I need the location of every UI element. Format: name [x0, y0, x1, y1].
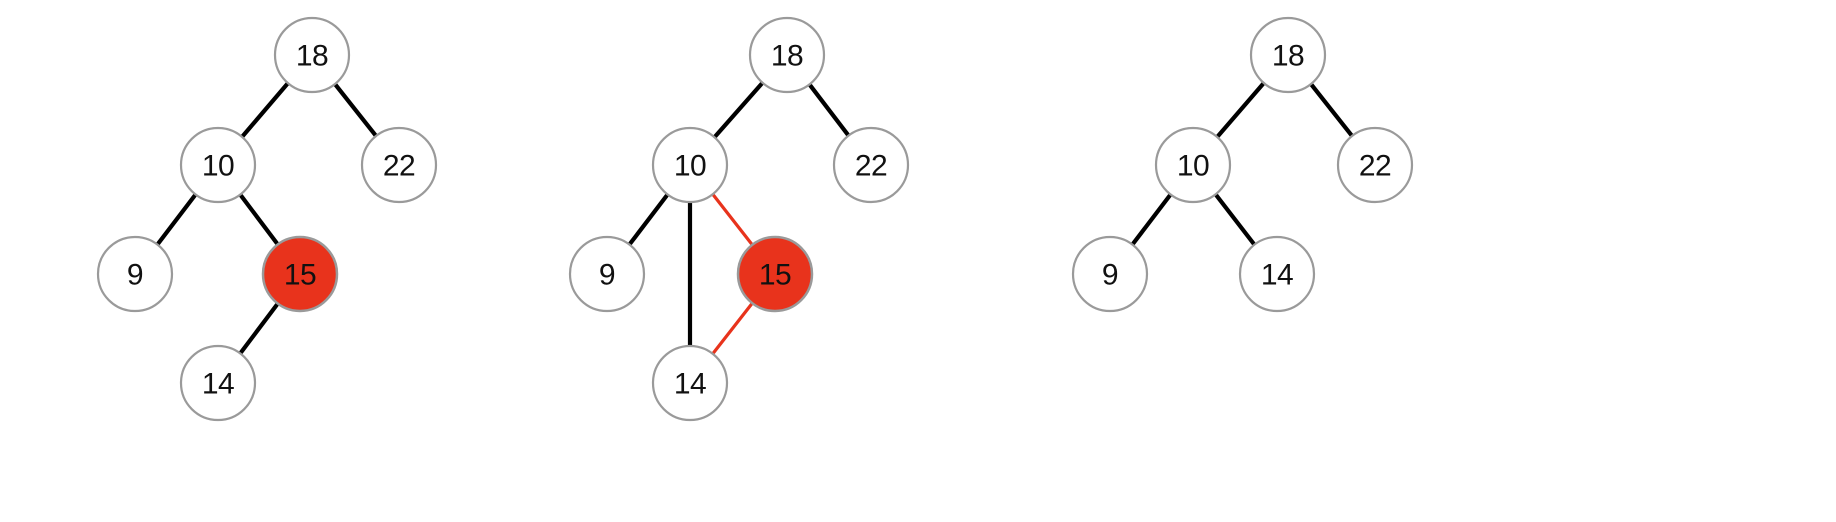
tree-node-9[interactable]: 9: [96, 235, 174, 313]
tree-edge-n15-n14: [238, 302, 280, 355]
tree-edge-r18-r22: [1309, 82, 1354, 138]
tree-node-9[interactable]: 9: [1071, 235, 1149, 313]
tree-edge-r10-r14: [1214, 193, 1256, 246]
tree-node-22[interactable]: 22: [832, 126, 910, 204]
tree-edge-m18-m22: [807, 83, 851, 137]
node-circle: [748, 16, 826, 94]
node-circle: [1154, 126, 1232, 204]
edges-layer: [155, 81, 1354, 355]
node-circle: [832, 126, 910, 204]
node-circle: [1336, 126, 1414, 204]
node-circle: [261, 235, 339, 313]
tree-before-nodes: 18 10 22 9 15 14: [96, 16, 438, 422]
node-label: 10: [674, 150, 706, 183]
node-label: 18: [771, 40, 803, 73]
tree-edge-r18-r10: [1215, 81, 1266, 139]
node-label: 18: [296, 40, 328, 73]
tree-node-22[interactable]: 22: [360, 126, 438, 204]
node-label: 15: [759, 259, 791, 292]
tree-node-10[interactable]: 10: [651, 126, 729, 204]
node-circle: [96, 235, 174, 313]
tree-edge-r10-r9: [1130, 193, 1173, 246]
tree-edge-n18-n22: [333, 82, 378, 138]
tree-edge-m18-m10: [713, 81, 764, 139]
tree-edge-n10-n9: [155, 193, 198, 246]
tree-node-18[interactable]: 18: [273, 16, 351, 94]
tree-edge-m10-m15: [711, 193, 754, 246]
node-circle: [1071, 235, 1149, 313]
node-circle: [651, 344, 729, 422]
tree-after-nodes: 18 10 22 9 14: [1071, 16, 1414, 313]
node-circle: [736, 235, 814, 313]
node-label: 9: [599, 259, 615, 292]
node-label: 10: [1177, 150, 1209, 183]
node-circle: [360, 126, 438, 204]
tree-node-14[interactable]: 14: [179, 344, 257, 422]
node-circle: [1249, 16, 1327, 94]
tree-edge-n18-n10: [240, 81, 290, 139]
tree-node-14[interactable]: 14: [651, 344, 729, 422]
node-circle: [179, 344, 257, 422]
tree-node-18[interactable]: 18: [1249, 16, 1327, 94]
node-circle: [1238, 235, 1316, 313]
tree-node-18[interactable]: 18: [748, 16, 826, 94]
node-label: 18: [1272, 40, 1304, 73]
node-label: 10: [202, 150, 234, 183]
node-label: 15: [284, 259, 316, 292]
node-label: 22: [383, 150, 415, 183]
node-label: 14: [674, 368, 706, 401]
node-circle: [273, 16, 351, 94]
tree-edge-m15-m14: [711, 302, 754, 355]
tree-node-15-highlighted[interactable]: 15: [736, 235, 814, 313]
node-label: 14: [1261, 259, 1293, 292]
tree-node-14[interactable]: 14: [1238, 235, 1316, 313]
node-circle: [179, 126, 257, 204]
node-label: 22: [1359, 150, 1391, 183]
node-label: 14: [202, 368, 234, 401]
nodes-layer: 18 10 22 9 15 14 18 10 22 9 15 14 18 10 22 9 14: [96, 16, 1414, 422]
node-circle: [568, 235, 646, 313]
tree-edge-n10-n15: [238, 193, 280, 246]
tree-node-15-highlighted[interactable]: 15: [261, 235, 339, 313]
tree-during-nodes: 18 10 22 9 15 14: [568, 16, 910, 422]
node-circle: [651, 126, 729, 204]
tree-before-edges: [155, 81, 378, 355]
tree-during-edges: [627, 81, 851, 355]
node-label: 9: [1102, 259, 1118, 292]
tree-node-22[interactable]: 22: [1336, 126, 1414, 204]
tree-node-10[interactable]: 10: [179, 126, 257, 204]
tree-node-9[interactable]: 9: [568, 235, 646, 313]
node-label: 9: [127, 259, 143, 292]
tree-edge-m10-m9: [627, 193, 670, 246]
node-label: 22: [855, 150, 887, 183]
tree-after-edges: [1130, 81, 1354, 246]
tree-node-10[interactable]: 10: [1154, 126, 1232, 204]
